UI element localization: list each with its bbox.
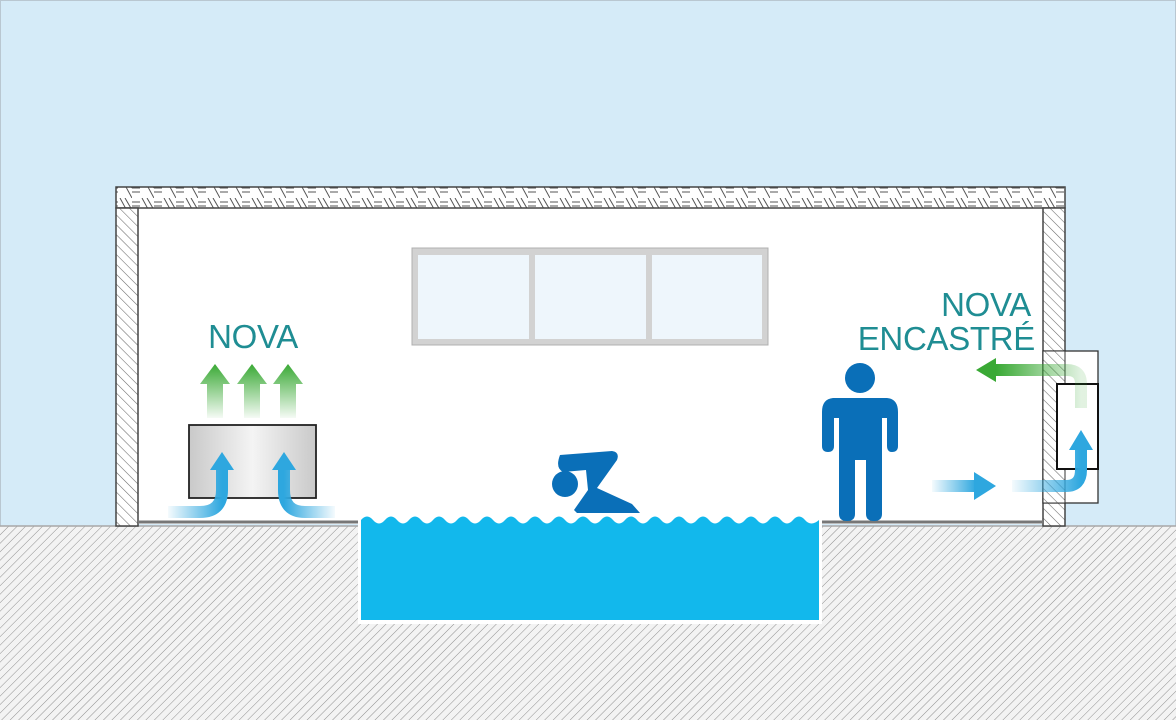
nova-encastre-unit xyxy=(976,350,1099,504)
label-nova-encastre-line2: ENCASTRÉ xyxy=(858,320,1035,357)
person-icon xyxy=(822,363,898,521)
arrow-intake-right xyxy=(272,452,335,518)
arrow-left-icon xyxy=(976,358,1087,408)
label-nova-encastre-line1: NOVA xyxy=(941,286,1031,323)
arrow-up-icon xyxy=(200,364,303,418)
label-nova: NOVA xyxy=(208,318,298,355)
swimmer-icon xyxy=(552,451,640,513)
pool xyxy=(358,516,822,624)
pool-water xyxy=(361,516,819,620)
arrow-intake-encastre xyxy=(1012,430,1093,492)
arrow-intake-left xyxy=(168,452,234,518)
left-wall xyxy=(115,207,139,527)
roof xyxy=(115,186,1066,209)
dehumidifier-unit-icon xyxy=(188,424,317,499)
nova-unit xyxy=(168,364,335,518)
window-icon xyxy=(411,247,769,346)
arrow-right-icon xyxy=(932,472,996,500)
